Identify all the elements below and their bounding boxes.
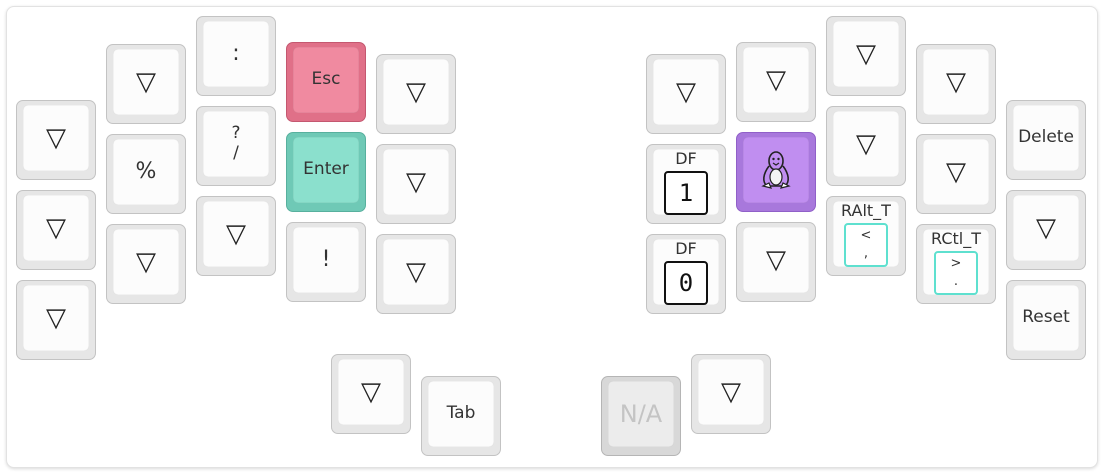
transparent-key-label: ▽ (766, 245, 786, 275)
key-left-col1-row1[interactable]: ▽ (106, 44, 186, 124)
transparent-key-label: ▽ (136, 247, 156, 277)
key-right-col0-row1[interactable]: ▽ (646, 54, 726, 134)
key-label: Esc (311, 69, 341, 90)
transparent-key-label: ▽ (46, 303, 66, 333)
transparent-key-label: ▽ (406, 167, 426, 197)
linux-penguin-icon (761, 151, 791, 189)
key-label: / (233, 143, 239, 163)
key-hold-label: DF (675, 149, 697, 168)
transparent-key-label: ▽ (721, 377, 741, 407)
key-left-col4-row1[interactable]: ▽ (376, 54, 456, 134)
key-df-0[interactable]: DF 0 (646, 234, 726, 314)
key-label: , (863, 246, 869, 261)
transparent-key-label: ▽ (766, 65, 786, 95)
transparent-key-label: ▽ (856, 39, 876, 69)
key-linux-os[interactable] (736, 132, 816, 212)
key-enter[interactable]: Enter (286, 132, 366, 212)
transparent-key-label: ▽ (46, 123, 66, 153)
key-delete[interactable]: Delete (1006, 100, 1086, 180)
key-shifted-label: < (860, 227, 872, 243)
key-label: N/A (619, 400, 663, 428)
key-shifted-label: > (950, 255, 962, 271)
key-reset[interactable]: Reset (1006, 280, 1086, 360)
key-label: Enter (303, 159, 349, 180)
key-hold-label: RAlt_T (841, 201, 891, 220)
key-colon[interactable]: : (196, 16, 276, 96)
key-na[interactable]: N/A (601, 376, 681, 456)
transparent-key-label: ▽ (856, 129, 876, 159)
key-rctl-period[interactable]: RCtl_T >. (916, 224, 996, 304)
key-shifted-label: ? (231, 123, 241, 144)
mod-tap-box: >. (934, 251, 978, 295)
key-esc[interactable]: Esc (286, 42, 366, 122)
key-right-col2-row2[interactable]: ▽ (826, 106, 906, 186)
key-tab[interactable]: Tab (421, 376, 501, 456)
transparent-key-label: ▽ (406, 257, 426, 287)
key-label: : (232, 41, 240, 67)
transparent-key-label: ▽ (946, 67, 966, 97)
transparent-key-label: ▽ (361, 377, 381, 407)
key-label: . (953, 274, 959, 289)
key-percent[interactable]: % (106, 134, 186, 214)
key-label: % (135, 159, 157, 185)
key-hold-label: RCtl_T (931, 229, 981, 248)
key-label: Tab (446, 403, 476, 424)
key-right-col4-row2[interactable]: ▽ (1006, 190, 1086, 270)
key-right-col2-row1[interactable]: ▽ (826, 16, 906, 96)
key-left-col0-row3[interactable]: ▽ (16, 280, 96, 360)
mod-tap-box: <, (844, 223, 888, 267)
key-left-col0-row1[interactable]: ▽ (16, 100, 96, 180)
key-slash[interactable]: ?/ (196, 106, 276, 186)
transparent-key-label: ▽ (136, 67, 156, 97)
key-left-col1-row3[interactable]: ▽ (106, 224, 186, 304)
key-label: Reset (1022, 307, 1070, 328)
key-ralt-comma[interactable]: RAlt_T <, (826, 196, 906, 276)
key-right-col1-row1[interactable]: ▽ (736, 42, 816, 122)
key-right-col3-row1[interactable]: ▽ (916, 44, 996, 124)
transparent-key-label: ▽ (946, 157, 966, 187)
key-right-thumb2[interactable]: ▽ (691, 354, 771, 434)
layer-number-box: 0 (664, 261, 708, 305)
key-label: ! (321, 247, 331, 273)
layer-number-box: 1 (664, 171, 708, 215)
key-right-col1-row3[interactable]: ▽ (736, 222, 816, 302)
transparent-key-label: ▽ (226, 219, 246, 249)
transparent-key-label: ▽ (676, 77, 696, 107)
key-exclamation[interactable]: ! (286, 222, 366, 302)
key-df-1[interactable]: DF 1 (646, 144, 726, 224)
transparent-key-label: ▽ (46, 213, 66, 243)
key-hold-label: DF (675, 239, 697, 258)
key-left-col2-row3[interactable]: ▽ (196, 196, 276, 276)
transparent-key-label: ▽ (1036, 213, 1056, 243)
transparent-key-label: ▽ (406, 77, 426, 107)
key-left-col4-row2[interactable]: ▽ (376, 144, 456, 224)
key-label: Delete (1018, 127, 1074, 148)
key-left-col0-row2[interactable]: ▽ (16, 190, 96, 270)
key-left-thumb1[interactable]: ▽ (331, 354, 411, 434)
key-left-col4-row3[interactable]: ▽ (376, 234, 456, 314)
key-right-col3-row2[interactable]: ▽ (916, 134, 996, 214)
